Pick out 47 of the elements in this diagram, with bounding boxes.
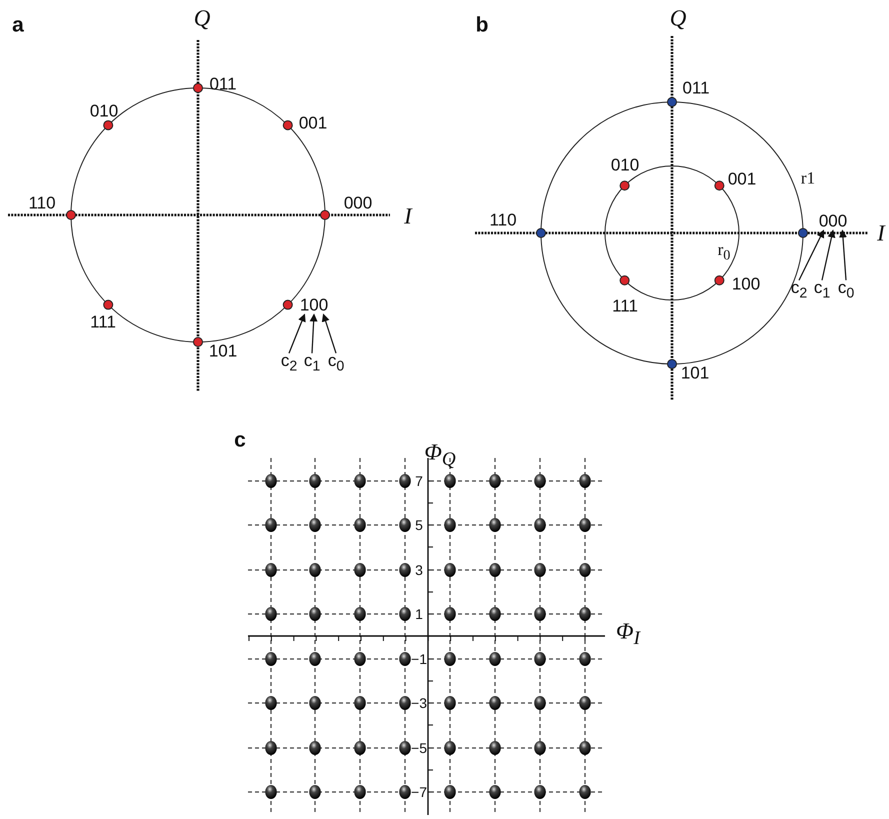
radius-label: r$_{0}$ xyxy=(718,241,730,263)
panel-letter: a xyxy=(12,14,24,36)
panel-letter: c xyxy=(234,430,246,450)
leader-arrow xyxy=(288,314,306,354)
leader-arrow xyxy=(821,230,836,280)
leader-arrow xyxy=(322,314,337,354)
bit-label: 000 xyxy=(818,212,848,230)
axis-label: Φ$_{I}$ xyxy=(616,620,640,648)
bit-label: 011 xyxy=(682,80,710,96)
leader-arrow xyxy=(798,230,824,280)
tick-label: −3 xyxy=(411,696,427,710)
tick-label: −1 xyxy=(411,652,427,666)
leader-arrow xyxy=(310,314,318,354)
tick-label: −5 xyxy=(411,741,427,755)
bit-label: 110 xyxy=(28,194,56,212)
axis-label: I xyxy=(404,204,412,228)
bit-label: 001 xyxy=(298,114,328,132)
bit-label: 010 xyxy=(90,102,118,120)
bit-label: 101 xyxy=(680,364,710,382)
bit-label: 011 xyxy=(209,76,237,92)
tick-label: 3 xyxy=(415,563,423,577)
tick-label: −7 xyxy=(411,785,427,799)
bit-label: 100 xyxy=(732,276,760,292)
bit-index-label: c$_{2}$ xyxy=(790,279,808,301)
bit-index-label: c$_{2}$ xyxy=(280,352,298,374)
tick-label: 5 xyxy=(415,518,423,532)
bit-label: 100 xyxy=(300,296,328,314)
axis-label: Q xyxy=(670,6,686,30)
panel-letter: b xyxy=(476,14,488,36)
leader-arrow xyxy=(838,230,847,280)
bit-label: 001 xyxy=(728,170,756,188)
axis-label: Φ$_{Q}$ xyxy=(424,440,456,470)
bit-index-label: c$_{1}$ xyxy=(304,352,320,374)
axis-label: Q xyxy=(194,6,210,30)
radius-label: r1 xyxy=(800,170,816,186)
bit-index-label: c$_{0}$ xyxy=(328,352,344,374)
bit-label: 000 xyxy=(344,194,372,212)
bit-label: 111 xyxy=(612,298,638,314)
axis-label: I xyxy=(877,222,885,244)
bit-label: 110 xyxy=(489,212,517,228)
bit-label: 101 xyxy=(208,342,238,360)
bit-label: 010 xyxy=(610,156,640,174)
tick-label: 1 xyxy=(415,607,423,621)
tick-label: 7 xyxy=(415,474,423,488)
bit-index-label: c$_{1}$ xyxy=(814,279,830,301)
bit-label: 111 xyxy=(90,314,116,330)
bit-index-label: c$_{0}$ xyxy=(838,279,854,301)
